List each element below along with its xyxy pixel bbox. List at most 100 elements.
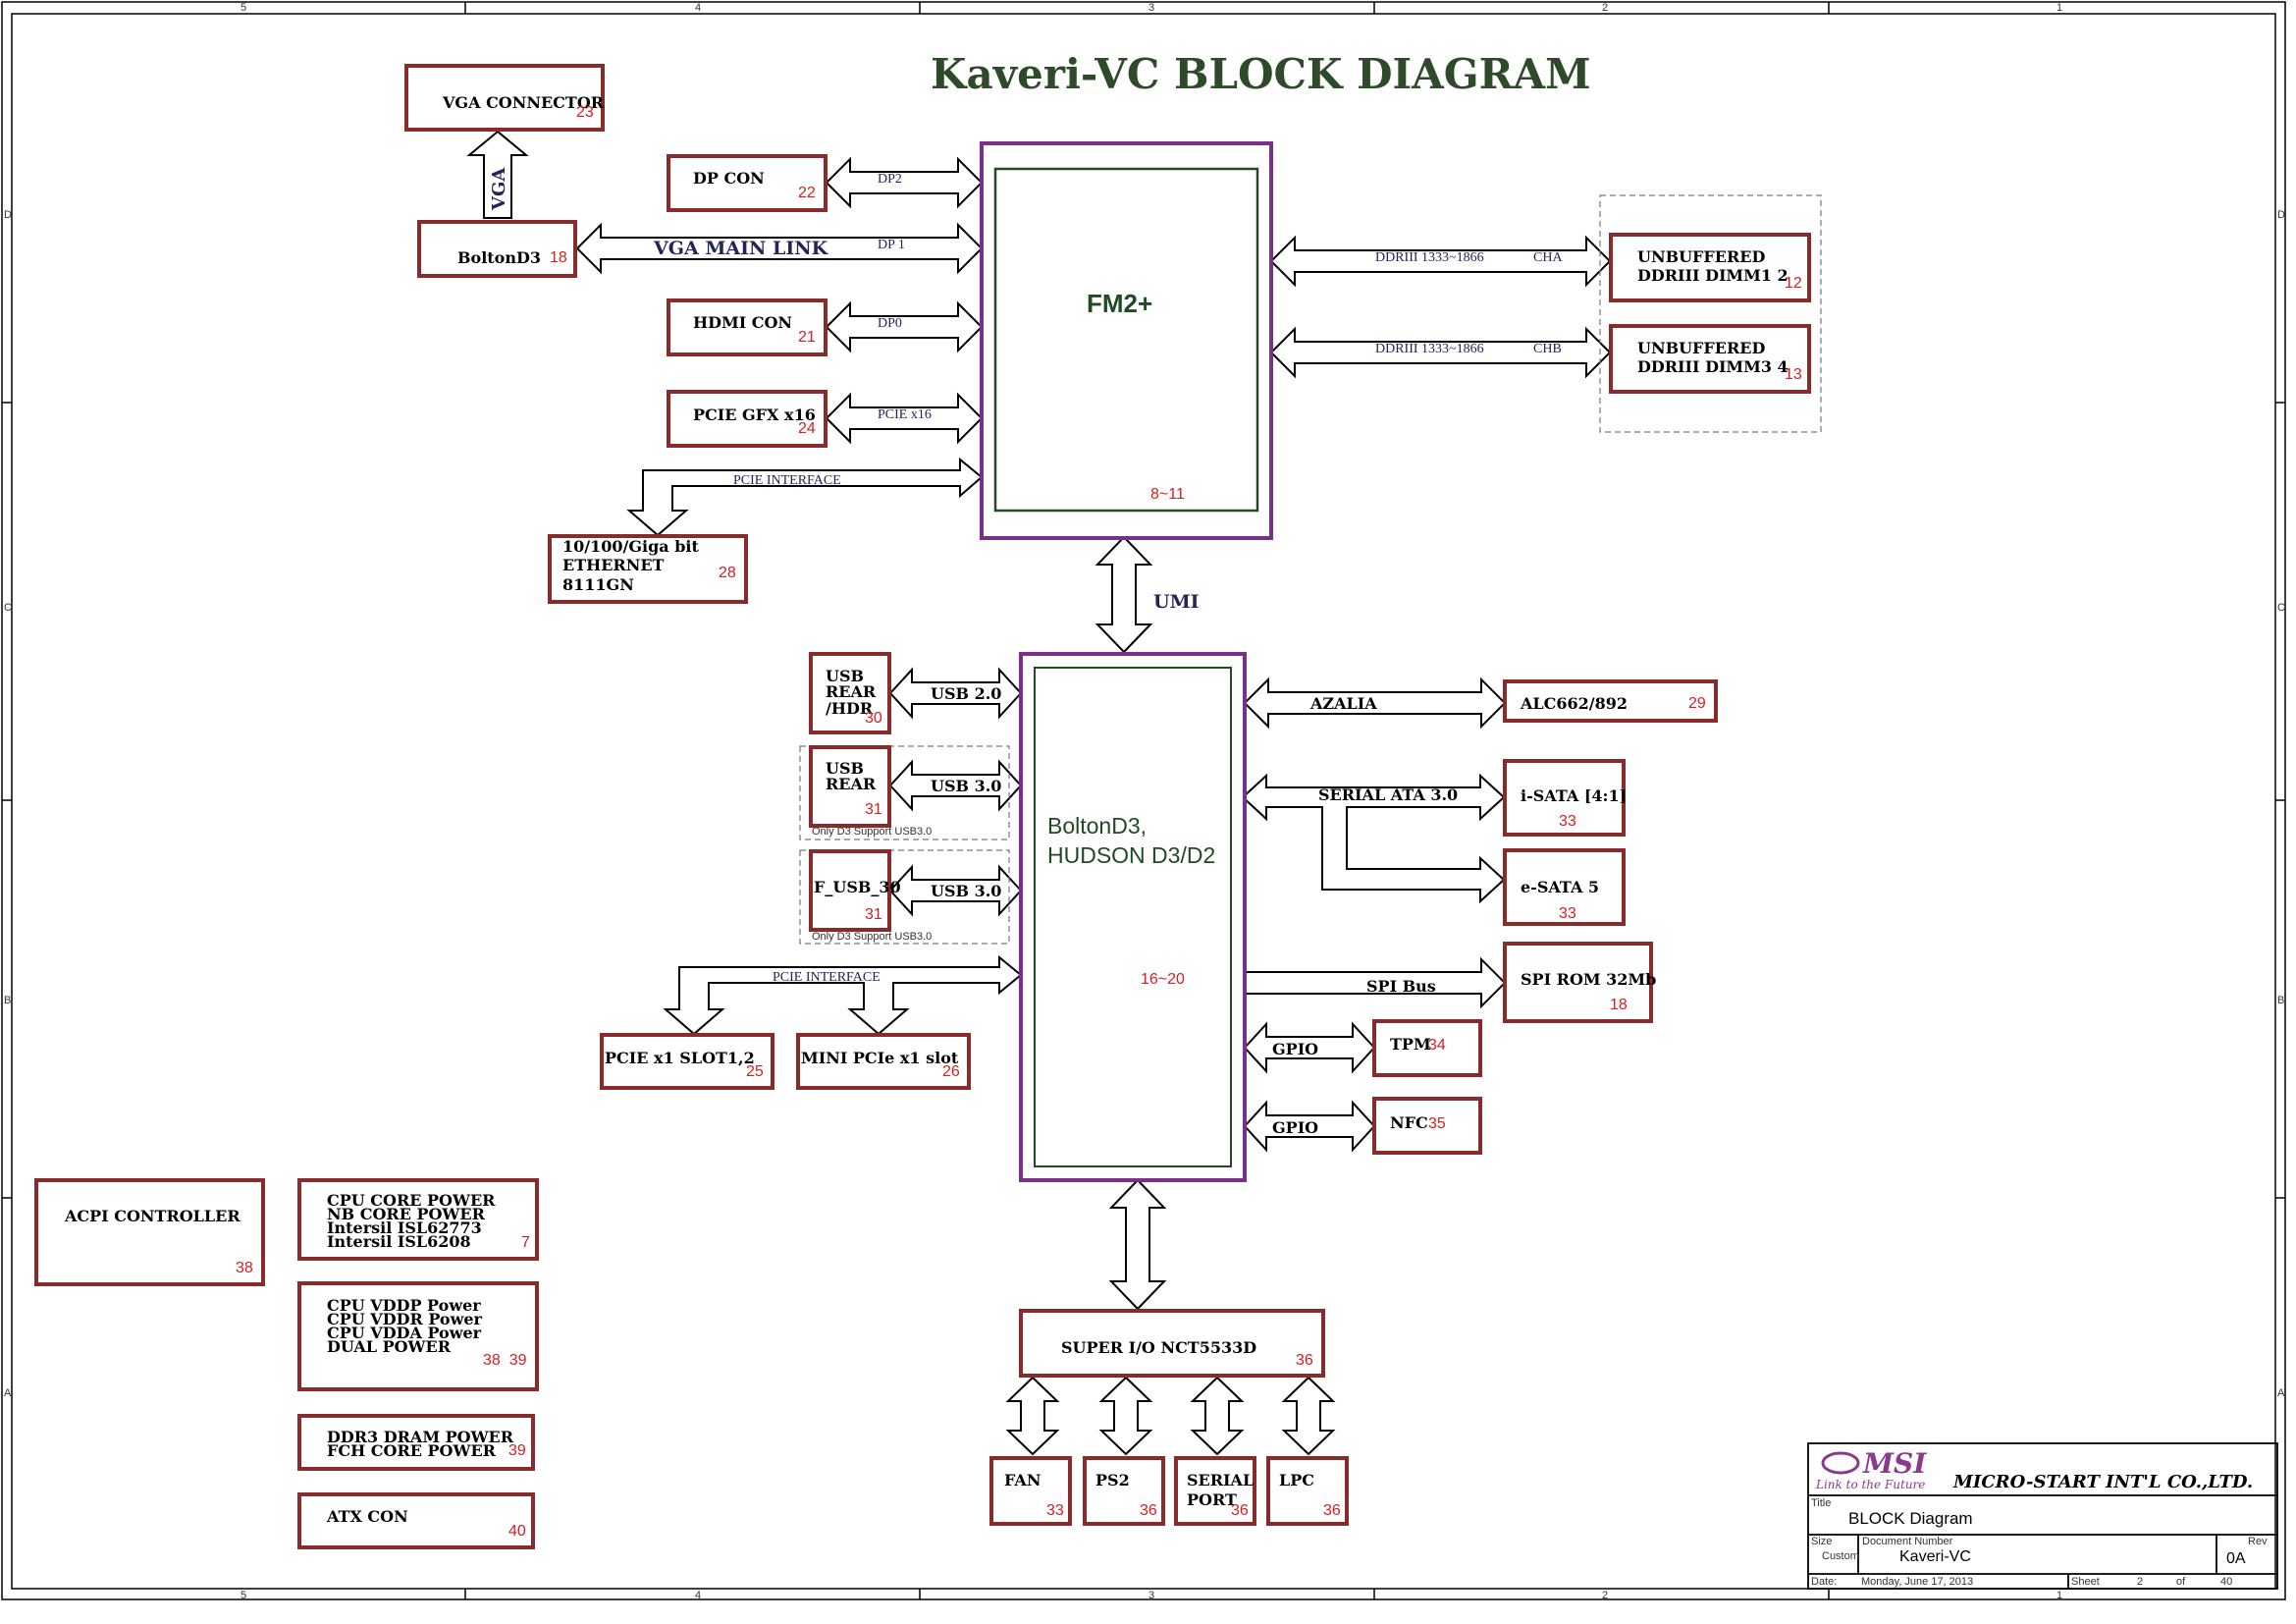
boltond3-page: 18: [550, 249, 567, 266]
zone-label: 2: [1602, 2, 1608, 14]
dp2-arrow: [825, 156, 984, 209]
fan-link-arrow: [1005, 1376, 1060, 1456]
pcie-interface-bottom-arrow: [663, 954, 1023, 1036]
zone-label: D: [4, 209, 12, 221]
acpi-box: [34, 1178, 265, 1286]
sheet-frame: [1, 1, 2286, 1600]
esata-label: e-SATA 5: [1521, 878, 1599, 896]
vga-connector-page: 23: [576, 104, 594, 121]
zone-label: 4: [695, 2, 701, 14]
tpm-label: TPM: [1390, 1035, 1431, 1054]
spi-bus-label: SPI Bus: [1366, 977, 1436, 996]
tpm-page: 34: [1428, 1037, 1446, 1054]
f-usb30-page: 31: [865, 906, 882, 923]
ethernet-page: 28: [719, 565, 736, 581]
ethernet-line3: 8111GN: [562, 575, 634, 594]
usb-rear-hdr-line1: USB: [826, 667, 864, 685]
vga-link-label: VGA: [489, 167, 509, 211]
usb-rear-d3-outline: [799, 745, 1010, 840]
zone-label: C: [2277, 602, 2285, 614]
cha-label: CHA: [1533, 250, 1563, 265]
vga-connector-box: [404, 64, 605, 132]
nfc-page: 35: [1428, 1115, 1446, 1132]
serial-port-box: [1174, 1456, 1256, 1526]
of-caption: of: [2176, 1576, 2186, 1588]
zone-label: 5: [240, 1590, 246, 1601]
cpu-vddp-line: DUAL POWER: [327, 1337, 452, 1356]
total-value: 40: [2220, 1576, 2232, 1588]
alc-page: 29: [1688, 695, 1706, 712]
esata-page: 33: [1559, 905, 1576, 922]
mini-pcie-page: 26: [942, 1063, 960, 1080]
ethernet-line2: ETHERNET: [562, 556, 665, 574]
cpu-core-power-box: [297, 1178, 539, 1261]
dimm-group-outline: [1599, 194, 1822, 433]
block-texts: VGA CONNECTOR 23 BoltonD3 18 DP CON 22 H…: [64, 93, 1802, 1540]
dashed-groups: [799, 194, 1822, 945]
chb-label: CHB: [1533, 342, 1562, 356]
title-block: MSI Link to the Future MICRO-START INT'L…: [1807, 1442, 2278, 1590]
ddr-a-label: DDRIII 1333~1866: [1375, 250, 1484, 265]
umi-arrow: [1095, 535, 1153, 654]
hdmi-con-box: [667, 298, 828, 356]
lpc-link-arrow: [1281, 1376, 1336, 1456]
serial-port-link-arrow: [1190, 1376, 1245, 1456]
mini-pcie-label: MINI PCIe x1 slot: [801, 1049, 959, 1067]
zone-label: D: [2277, 209, 2285, 221]
serial-port-line1: SERIAL: [1187, 1471, 1254, 1489]
usb-rear-hdr-box: [809, 652, 891, 734]
boltond3-box: [417, 220, 577, 278]
f-usb30-box: [809, 849, 891, 932]
serial-port-line2: PORT: [1187, 1490, 1237, 1509]
usb30-b-label: USB 3.0: [931, 882, 1001, 900]
cpu-core-power-page: 7: [521, 1234, 530, 1251]
ddr3-power-line: FCH CORE POWER: [327, 1441, 497, 1460]
lpc-label: LPC: [1279, 1471, 1314, 1489]
ps2-box: [1083, 1456, 1165, 1526]
spi-rom-page: 18: [1610, 997, 1628, 1013]
vga-main-link-label: VGA MAIN LINK: [653, 238, 829, 259]
border-zone-labels: 5 4 3 2 1 5 4 3 2 1 D C B A D C B A: [4, 2, 2285, 1601]
cpu-vddp-line: CPU VDDR Power: [327, 1310, 483, 1328]
fan-page: 33: [1046, 1502, 1064, 1519]
mini-pcie-box: [796, 1033, 971, 1090]
usb-rear-hdr-line3: /HDR: [826, 699, 874, 718]
ps2-link-arrow: [1098, 1376, 1153, 1456]
serial-port-page: 36: [1231, 1502, 1249, 1519]
pcie-x1-page: 25: [746, 1063, 764, 1080]
zone-label: B: [2277, 995, 2284, 1006]
pcie-gfx-label: PCIE GFX x16: [693, 406, 816, 424]
zone-label: 1: [2056, 2, 2062, 14]
spi-bus-arrow: [1244, 956, 1507, 1009]
connectors: [466, 130, 529, 219]
pcie-interface-top-label: PCIE INTERFACE: [733, 473, 841, 488]
sheet-title: BLOCK Diagram: [1848, 1509, 1973, 1528]
usb-rear-box: [809, 745, 891, 828]
title-caption: Title: [1811, 1497, 1831, 1509]
ddr3-power-box: [297, 1414, 535, 1471]
spi-rom-box: [1503, 942, 1653, 1023]
cpu-core-power-line: CPU CORE POWER: [327, 1191, 496, 1210]
zone-label: A: [4, 1387, 12, 1399]
sheet-value: 2: [2137, 1576, 2143, 1588]
tpm-box: [1372, 1019, 1482, 1077]
fch-pages: 16~20: [1141, 971, 1185, 988]
vga-up-arrow: [466, 130, 529, 219]
isata-label: i-SATA [4:1]: [1521, 786, 1627, 805]
gpio-a-label: GPIO: [1272, 1040, 1318, 1058]
usb-rear-line2: REAR: [826, 775, 877, 793]
fan-box: [989, 1456, 1072, 1526]
acpi-label: ACPI CONTROLLER: [64, 1207, 240, 1225]
nfc-label: NFC: [1390, 1113, 1428, 1132]
zone-label: 3: [1148, 2, 1154, 14]
link-labels: VGA DP2 VGA MAIN LINK DP 1 DP0 PCIE x16 …: [489, 167, 1563, 1137]
pcie-x1-label: PCIE x1 SLOT1,2: [605, 1049, 755, 1067]
dp0-arrow: [825, 300, 984, 353]
usb30-a-label: USB 3.0: [931, 777, 1001, 795]
date-caption: Date:: [1811, 1576, 1837, 1588]
dp2-label: DP2: [878, 172, 902, 187]
usb-rear-page: 31: [865, 801, 882, 818]
msi-logo-text: MSI: [1862, 1447, 1927, 1480]
cpu-vddp-box: [297, 1281, 539, 1391]
atx-label: ATX CON: [326, 1507, 408, 1526]
